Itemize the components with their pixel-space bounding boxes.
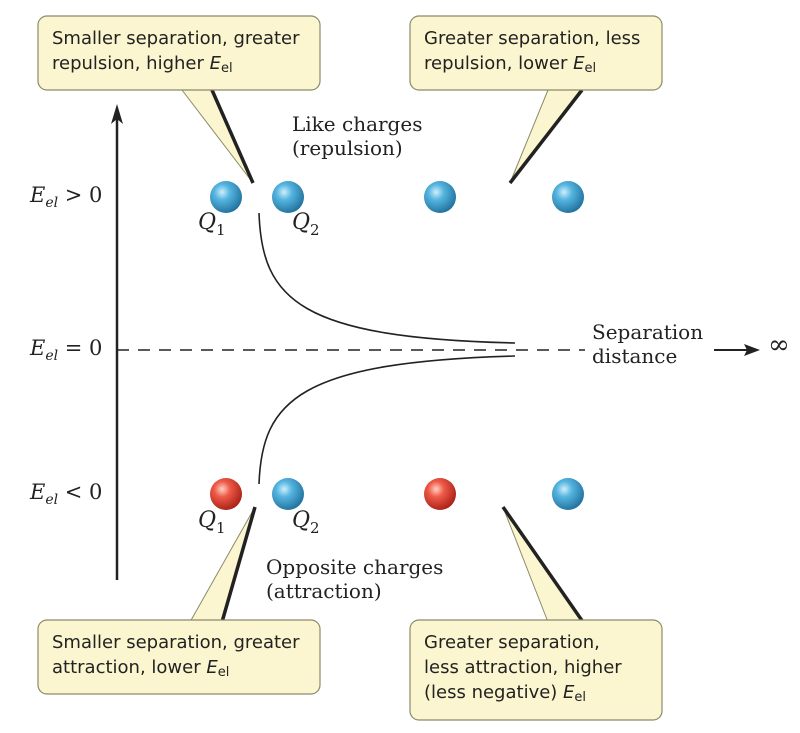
axis-label-positive: Eel > 0 — [30, 183, 103, 211]
callout-box-bottom-left — [37, 619, 321, 695]
callout-text-bottom-left: Smaller separation, greater attraction, … — [52, 632, 300, 680]
charge-far-right-like — [552, 181, 584, 213]
callout-text-top-left: Smaller separation, greater repulsion, h… — [52, 28, 300, 76]
q2-label-like: Q2 — [292, 210, 320, 239]
energy-axis-arrowhead — [111, 104, 123, 124]
charge-q1-opposite — [210, 478, 242, 510]
like-charges-title: Like charges (repulsion) — [292, 112, 423, 160]
q1-label-opposite: Q1 — [198, 508, 226, 537]
charge-q2-like — [272, 181, 304, 213]
callout-pointer-top-right — [508, 88, 584, 185]
callout-box-top-left — [37, 15, 321, 91]
charge-far-left-opposite — [424, 478, 456, 510]
attraction-curve — [258, 355, 516, 485]
q1-label-like: Q1 — [198, 210, 226, 239]
charge-far-left-like — [424, 181, 456, 213]
charge-far-right-opposite — [552, 478, 584, 510]
q2-label-opposite: Q2 — [292, 508, 320, 537]
callout-pointer-bottom-left — [189, 506, 257, 623]
separation-distance-label: Separation distance — [592, 320, 704, 368]
callout-text-top-right: Greater separation, less repulsion, lowe… — [424, 28, 641, 76]
callout-box-top-right — [409, 15, 663, 91]
axis-label-negative: Eel < 0 — [30, 480, 103, 508]
separation-arrowhead — [744, 344, 760, 356]
callout-box-bottom-right — [409, 619, 663, 721]
axis-label-zero: Eel = 0 — [30, 336, 103, 364]
opposite-charges-title: Opposite charges (attraction) — [266, 555, 444, 603]
charge-q2-opposite — [272, 478, 304, 510]
charge-q1-like — [210, 181, 242, 213]
callout-pointer-bottom-right — [501, 506, 585, 623]
infinity-symbol: ∞ — [768, 330, 790, 360]
repulsion-curve — [258, 212, 516, 344]
callout-text-bottom-right: Greater separation, less attraction, hig… — [424, 632, 622, 705]
callout-pointer-top-left — [181, 89, 255, 184]
